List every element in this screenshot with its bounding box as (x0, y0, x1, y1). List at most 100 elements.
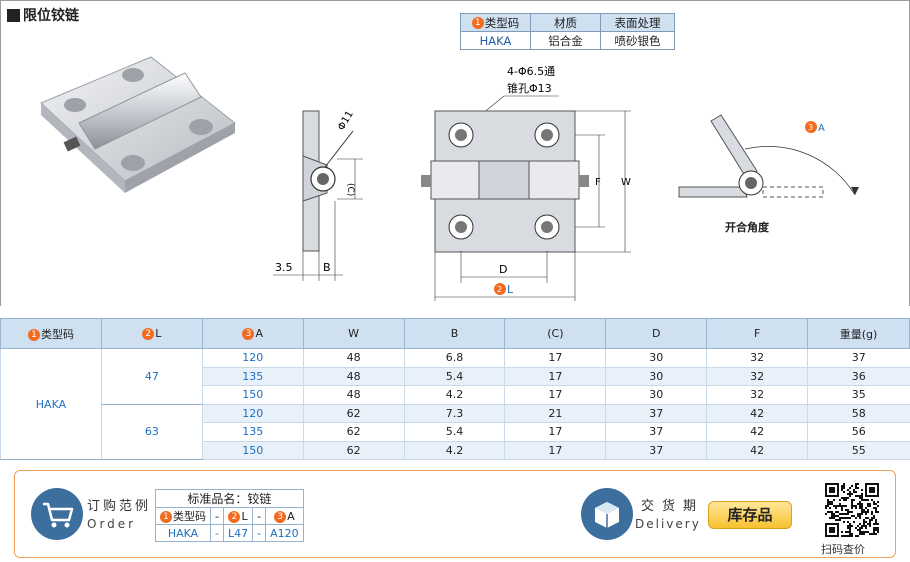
value-cell: 32 (706, 367, 808, 386)
order-values-row: HAKA-L47-A120 (155, 524, 304, 542)
value-cell: 30 (605, 348, 707, 368)
value-cell: 48 (302, 367, 405, 386)
marker-3-icon: 3 (274, 510, 287, 523)
value-cell: 37 (605, 441, 707, 460)
order-value-cell: - (252, 524, 267, 542)
length-cell: 63 (100, 404, 203, 460)
marker-1-icon: 1 (471, 17, 484, 29)
order-label-cell: - (252, 507, 267, 525)
marker-1-icon: 1 (27, 328, 40, 341)
value-cell: 37 (807, 348, 910, 368)
data-header-4: B (403, 318, 506, 349)
dim-c: (C) (345, 183, 355, 196)
value-cell: 21 (504, 404, 606, 423)
value-cell: 58 (807, 404, 910, 423)
angle-cell: 120 (201, 404, 304, 423)
svg-text:3: 3 (808, 123, 813, 132)
value-cell: 36 (807, 367, 910, 386)
delivery-label-en: Delivery (635, 517, 701, 531)
value-cell: 17 (504, 367, 606, 386)
dim-3-5: 3.5 (275, 261, 293, 274)
type-code-cell: HAKA (0, 348, 102, 460)
qr-code-icon[interactable] (823, 481, 881, 539)
hole-note-line1: 4-Φ6.5通 (507, 65, 555, 78)
angle-cell: 135 (201, 422, 304, 442)
angle-cell: 120 (201, 348, 304, 368)
data-header-5: (C) (504, 318, 607, 349)
angle-cell: 150 (201, 441, 304, 460)
data-header-6: D (605, 318, 708, 349)
order-label-cell: - (210, 507, 224, 525)
value-cell: 17 (504, 348, 606, 368)
front-view-drawing: 4-Φ6.5通 锥孔Φ13 D 2 L F W (421, 65, 631, 301)
order-value-cell: - (210, 524, 224, 542)
value-cell: 48 (302, 348, 405, 368)
order-value-cell: HAKA (155, 524, 211, 542)
spec-cell-material: 铝合金 (530, 31, 601, 50)
dim-l: L (507, 283, 514, 296)
open-angle-drawing: 3 A 开合角度 (678, 114, 859, 234)
value-cell: 5.4 (403, 367, 505, 386)
side-view-drawing: Φ11 (C) 3.5 B (273, 109, 363, 281)
delivery-label-cn: 交货期 (641, 499, 705, 514)
hole-note-line2: 锥孔Φ13 (507, 82, 552, 95)
value-cell: 42 (706, 422, 808, 442)
dim-b: B (323, 261, 331, 274)
value-cell: 17 (504, 441, 606, 460)
qr-scan-label: 扫码查价 (821, 543, 865, 556)
dim-phi11: Φ11 (336, 109, 356, 132)
angle-cell: 135 (201, 367, 304, 386)
dim-f: F (595, 177, 601, 188)
value-cell: 4.2 (403, 385, 505, 405)
order-value-cell: L47 (222, 524, 254, 542)
value-cell: 62 (302, 441, 405, 460)
spec-header-surface: 表面处理 (600, 13, 675, 32)
value-cell: 17 (504, 422, 606, 442)
order-label-cn: 订购范例 (87, 499, 152, 514)
hinge-3d-image (40, 56, 236, 193)
standard-product-name: 标准品名：铰链 (155, 489, 304, 508)
value-cell: 35 (807, 385, 910, 405)
svg-text:2: 2 (497, 285, 502, 294)
in-stock-button[interactable]: 库存品 (708, 501, 792, 529)
value-cell: 37 (605, 404, 707, 423)
value-cell: 6.8 (403, 348, 505, 368)
value-cell: 4.2 (403, 441, 505, 460)
value-cell: 7.3 (403, 404, 505, 423)
value-cell: 30 (605, 367, 707, 386)
spec-header-material: 材质 (530, 13, 601, 32)
dim-w: W (621, 177, 631, 188)
order-label-en: Order (87, 517, 137, 531)
page-title: 限位铰链 (7, 5, 79, 25)
value-cell: 56 (807, 422, 910, 442)
length-cell: 47 (100, 348, 203, 405)
open-angle-label: 开合角度 (725, 220, 770, 234)
data-header-3: W (302, 318, 405, 349)
value-cell: 48 (302, 385, 405, 405)
dim-d: D (499, 263, 507, 276)
order-value-cell: A120 (265, 524, 304, 542)
marker-1-icon: 1 (160, 511, 172, 523)
value-cell: 42 (706, 404, 808, 423)
spec-cell-type: HAKA (460, 31, 531, 50)
value-cell: 32 (706, 348, 808, 368)
value-cell: 62 (302, 422, 405, 442)
delivery-box-icon (581, 488, 633, 540)
value-cell: 30 (605, 385, 707, 405)
